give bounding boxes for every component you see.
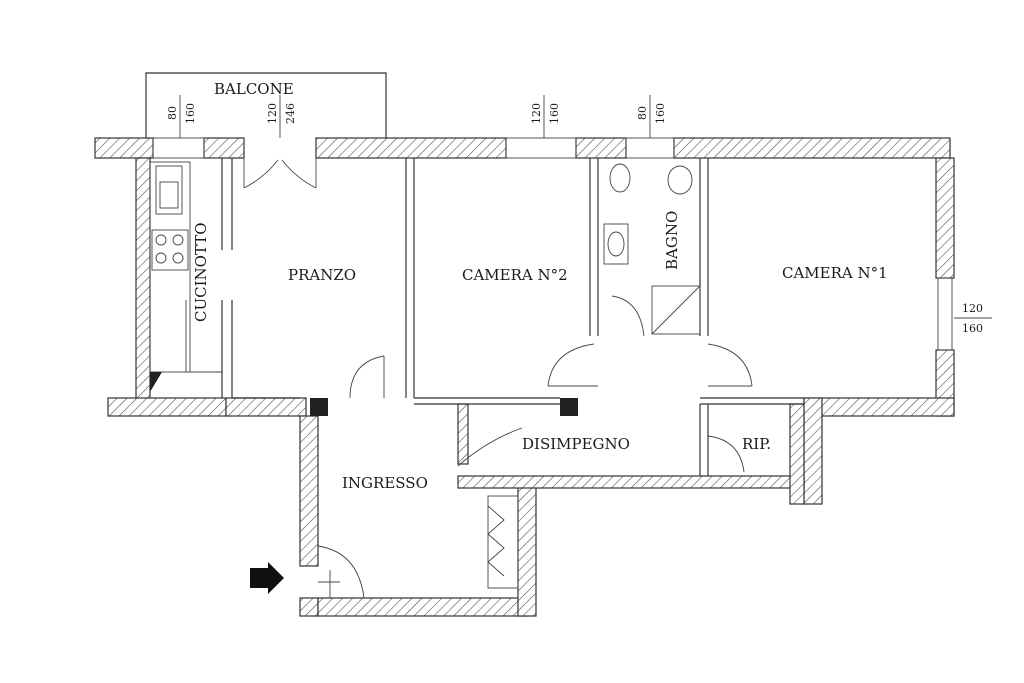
room-label-camera-1: CAMERA N°1 (782, 264, 888, 282)
room-label-pranzo: PRANZO (288, 266, 356, 284)
exterior-walls (94, 137, 955, 617)
pillar-1 (310, 398, 328, 416)
fixtures (149, 161, 701, 589)
pillar-2 (560, 398, 578, 416)
room-label-bagno: BAGNO (663, 211, 681, 270)
dim-bagno-height: 160 (654, 103, 667, 124)
dim-camera1-height: 160 (962, 322, 983, 335)
room-label-disimpegno: DISIMPEGNO (522, 435, 630, 453)
dim-cucinotto-height: 160 (184, 103, 197, 124)
room-label-balcone: BALCONE (214, 80, 294, 98)
balcony-outline (145, 72, 387, 138)
dim-camera1-width: 120 (962, 302, 983, 315)
room-label-ingresso: INGRESSO (342, 474, 428, 492)
dimension-ticks (179, 95, 992, 319)
room-label-cucinotto: CUCINOTTO (192, 222, 210, 322)
dim-camera2-width: 120 (530, 103, 543, 124)
dim-pranzo-width: 120 (266, 103, 279, 124)
entrance-arrow-icon (250, 562, 284, 594)
dim-bagno-width: 80 (636, 106, 649, 120)
doors (243, 158, 753, 599)
room-label-camera-2: CAMERA N°2 (462, 266, 568, 284)
dim-cucinotto-width: 80 (166, 106, 179, 120)
room-label-rip: RIP. (742, 435, 771, 453)
dim-pranzo-height: 246 (284, 103, 297, 124)
dim-camera2-height: 160 (548, 103, 561, 124)
